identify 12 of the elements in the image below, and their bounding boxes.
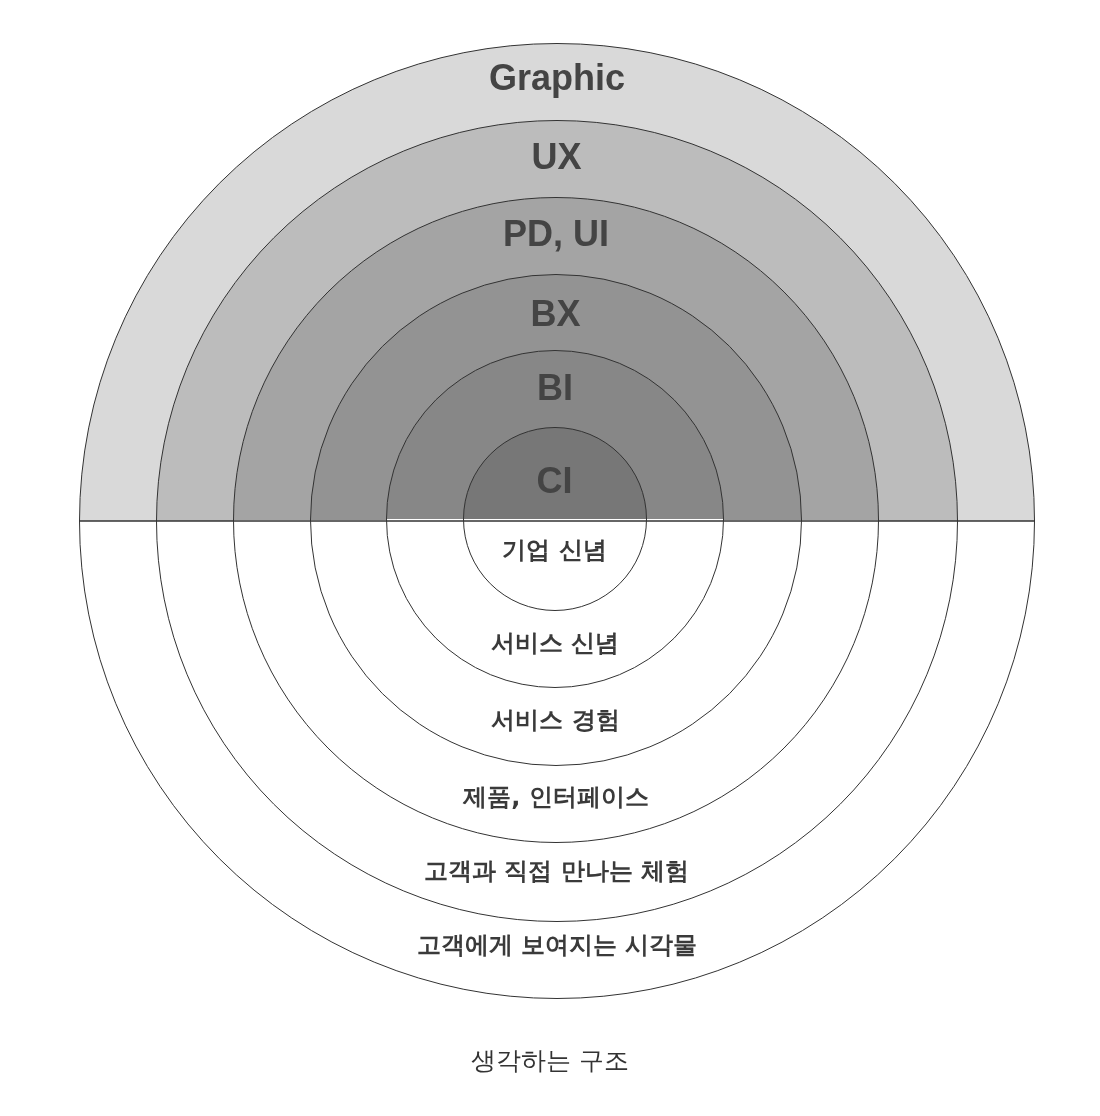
ring-description: 고객과 직접 만나는 체험 [423,859,690,883]
ring-label: UX [531,139,582,175]
ring-description: 서비스 신념 [490,630,620,655]
ring-label: PD, UI [503,215,609,252]
ring-label: Graphic [489,59,625,96]
caption: 생각하는 구조 [471,1048,629,1073]
ring-description: 제품, 인터페이스 [463,784,649,809]
ring-label: BI [537,369,573,406]
ring-description: 서비스 경험 [491,708,620,732]
ring-description: 고객에게 보여지는 시각물 [416,932,698,957]
ring-label: BX [530,296,581,332]
ring-description: 기업 신념 [502,538,607,562]
